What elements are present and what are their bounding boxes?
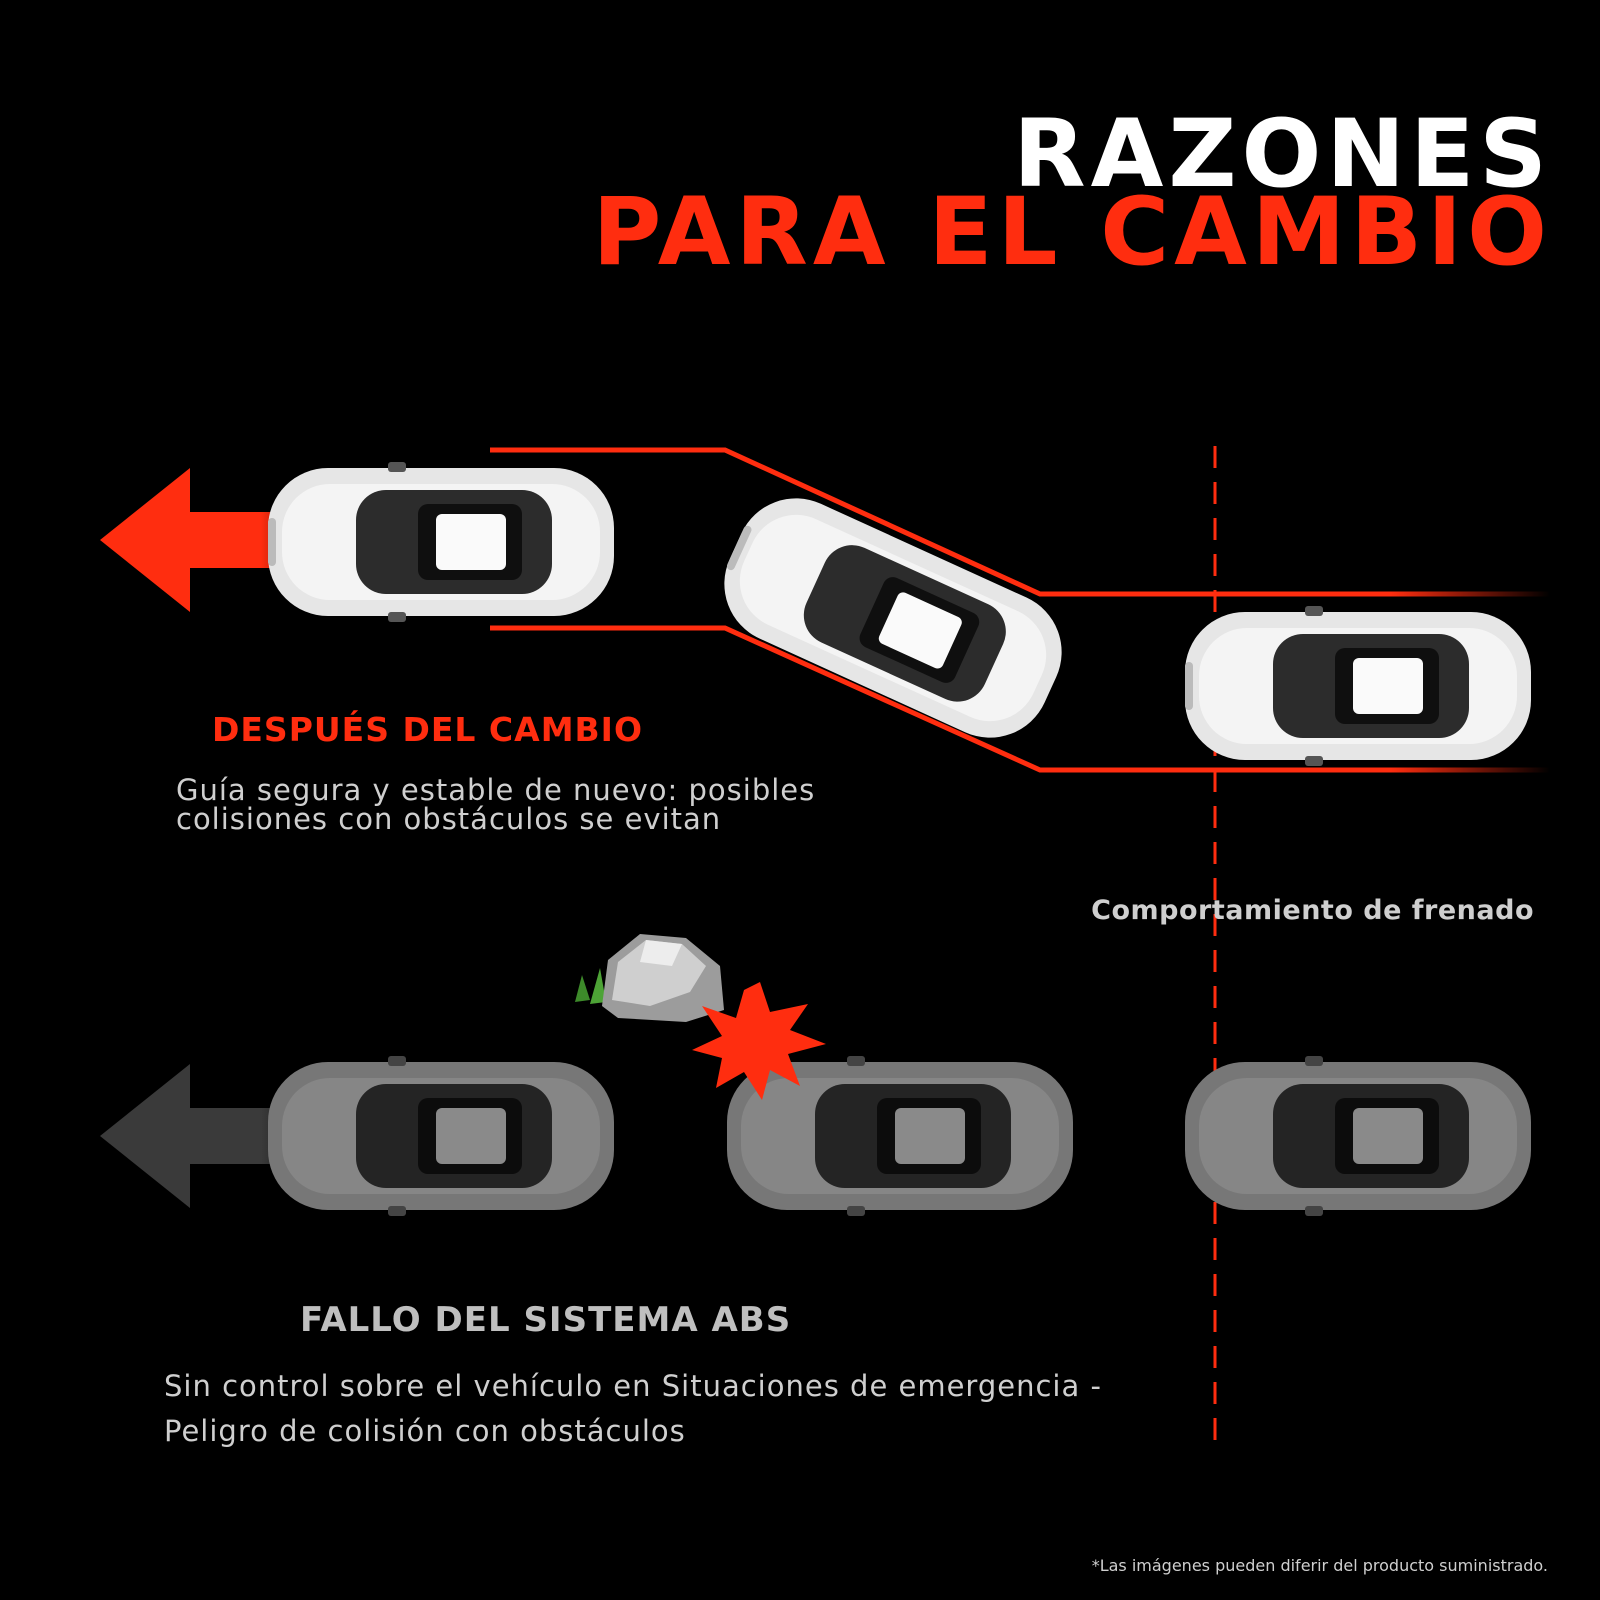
car-after-2 [724, 498, 1062, 738]
braking-behavior-label: Comportamiento de frenado [1091, 895, 1534, 926]
after-lane [200, 447, 1550, 773]
rock-icon [575, 934, 724, 1022]
abs-failure-description: Sin control sobre el vehículo en Situaci… [164, 1369, 1102, 1448]
abs-failure-heading: FALLO DEL SISTEMA ABS [300, 1300, 792, 1340]
car-abs-2 [727, 1056, 1073, 1216]
arrow-left-icon [100, 468, 330, 612]
car-after-3 [1185, 606, 1531, 766]
car-after-1 [268, 462, 614, 622]
arrow-left-icon [100, 1064, 330, 1208]
page-title-line1: RAZONES [1013, 100, 1552, 209]
car-abs-1 [268, 1056, 614, 1216]
page-title-line2: PARA EL CAMBIO [592, 178, 1552, 287]
car-abs-3 [1185, 1056, 1531, 1216]
disclaimer-note: *Las imágenes pueden diferir del product… [1091, 1556, 1548, 1575]
impact-starburst-icon [692, 982, 826, 1100]
after-change-heading: DESPUÉS DEL CAMBIO [212, 710, 644, 749]
after-change-description: Guía segura y estable de nuevo: posibles… [176, 773, 816, 836]
